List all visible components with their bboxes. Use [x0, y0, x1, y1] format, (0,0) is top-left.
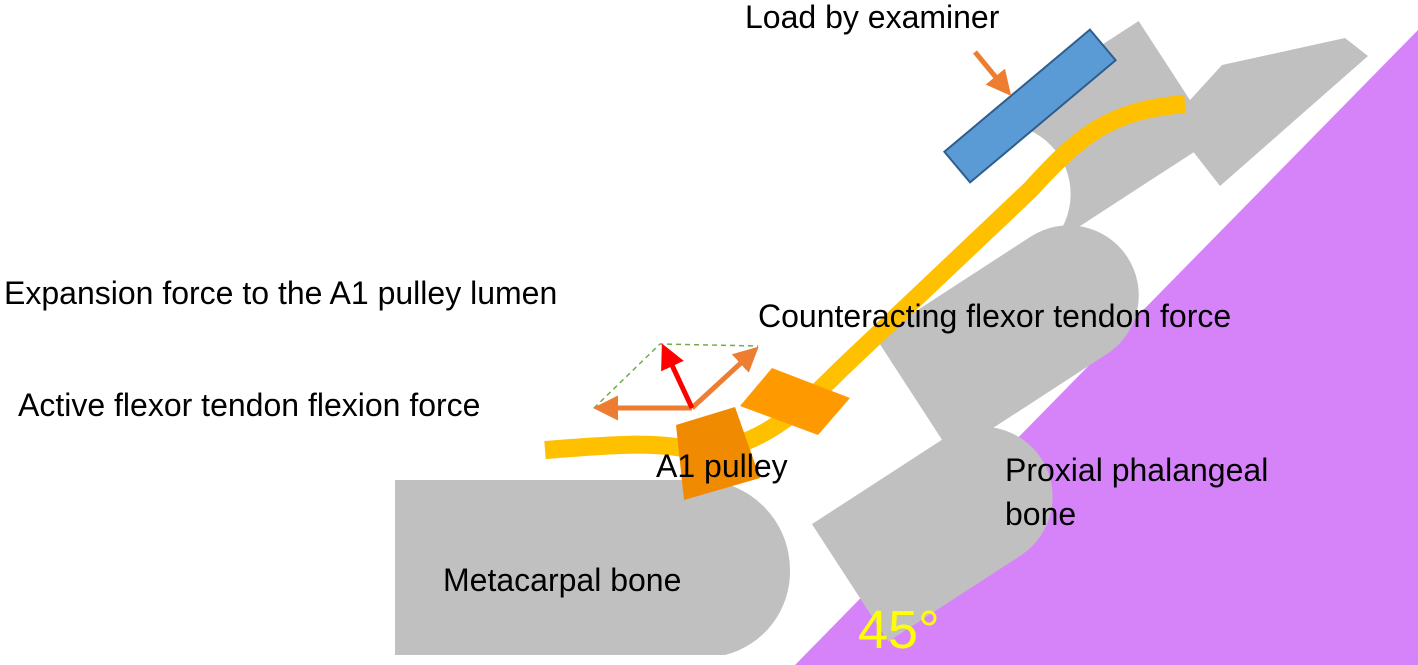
force-parallelogram: [593, 343, 759, 409]
a1-pulley-label: A1 pulley: [656, 448, 788, 484]
load-label: Load by examiner: [745, 0, 1000, 35]
arrow-up-right-icon: [690, 346, 759, 410]
proximal-label-line2: bone: [1005, 496, 1076, 532]
bone-segment-1: [811, 426, 1053, 642]
angle-label: 45°: [858, 600, 940, 660]
metacarpal-bone: [395, 480, 791, 655]
bone-segment-2: [875, 225, 1139, 455]
active-label: Active flexor tendon flexion force: [18, 387, 480, 423]
metacarpal-label: Metacarpal bone: [443, 562, 681, 598]
bone-tip: [1170, 38, 1368, 186]
proximal-label-line1: Proxial phalangeal: [1005, 452, 1268, 488]
load-plate: [942, 28, 1118, 184]
expansion-label: Expansion force to the A1 pulley lumen: [4, 275, 557, 311]
arrow-up-icon: [661, 343, 695, 410]
a1-pulley-proximal: [676, 407, 760, 500]
arrow-down-right-icon: [973, 50, 1012, 96]
a1-pulley-distal: [740, 368, 850, 435]
counteracting-label: Counteracting flexor tendon force: [758, 298, 1231, 334]
